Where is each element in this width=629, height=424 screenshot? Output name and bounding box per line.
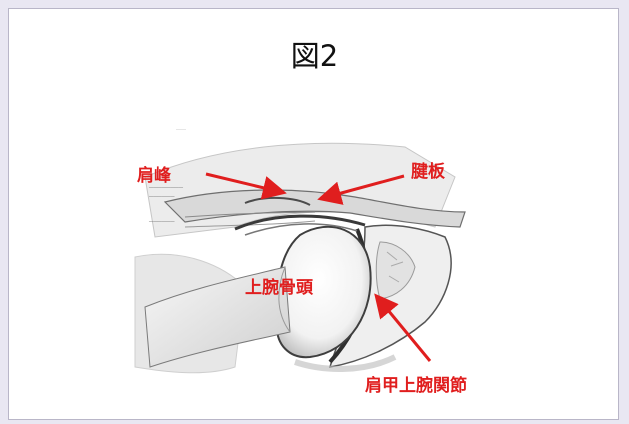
glenohumeral-joint-arrow [378, 298, 430, 361]
label-humeral-head: 上腕骨頭 [245, 273, 313, 298]
figure-panel: 図2 [8, 8, 619, 420]
acromion-arrow [206, 174, 281, 192]
label-acromion: 肩峰 [137, 161, 171, 186]
label-glenohumeral-joint: 肩甲上腕関節 [365, 371, 467, 396]
label-tendon-plate: 腱板 [411, 157, 445, 182]
annotation-arrows [9, 9, 620, 421]
tendon-plate-arrow [323, 176, 404, 198]
